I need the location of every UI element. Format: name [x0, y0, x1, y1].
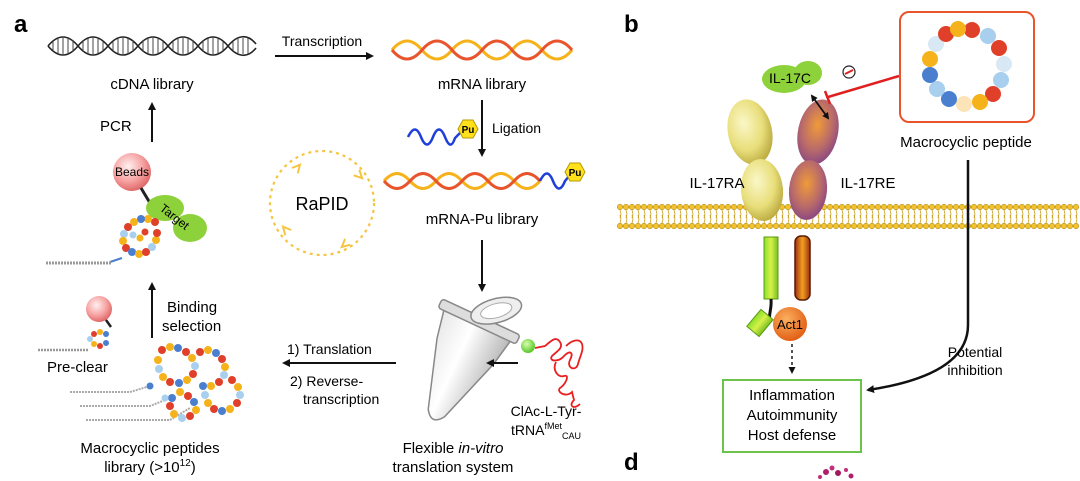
potential-inhibition-arrow	[866, 160, 970, 394]
inhibition-line	[827, 74, 900, 99]
translation-label: 1) Translation	[287, 341, 372, 357]
rapid-label: RaPID	[295, 194, 348, 214]
act1-label: Act1	[777, 317, 803, 332]
bound-peptide	[46, 215, 161, 265]
cdna-library-label: cDNA library	[110, 76, 194, 93]
mrna-strand	[390, 39, 574, 61]
mrna-pu-library-label: mRNA-Pu library	[426, 211, 539, 228]
binding-label: Binding	[167, 299, 217, 316]
pcr-label: PCR	[100, 118, 132, 135]
preclear-bead	[86, 296, 112, 322]
mrna-pu-strand	[382, 162, 586, 190]
beads-label: Beads	[115, 165, 149, 179]
il17c-label: IL-17C	[769, 70, 811, 86]
rapid-cycle	[268, 149, 376, 257]
panel-d-image-fragment	[818, 465, 854, 479]
outcome-inflammation: Inflammation	[749, 387, 835, 404]
outcome-autoimmunity: Autoimmunity	[747, 407, 838, 424]
membrane-icon	[616, 203, 1080, 230]
outcome-host-defense: Host defense	[748, 427, 836, 444]
macro-library-line1: Macrocyclic peptides	[80, 440, 219, 457]
clac-tyr-label: ClAc-L-Tyr-	[511, 403, 582, 419]
bead	[113, 153, 151, 191]
inhibition-label: inhibition	[947, 362, 1002, 378]
target-blob	[146, 195, 184, 221]
dna-helix-icon	[47, 35, 257, 57]
panel-d-letter: d	[624, 449, 639, 476]
il17c-binding-arrow	[810, 94, 830, 120]
peptide-library	[70, 343, 244, 422]
outcomes-box	[722, 379, 862, 453]
macrocyclic-peptide-ring	[922, 21, 1012, 112]
trna-label: tRNAfMetCAU	[511, 421, 581, 441]
il17re-label: IL-17RE	[840, 175, 895, 192]
translation-system-label: translation system	[393, 459, 514, 476]
mrna-library-label: mRNA library	[438, 76, 527, 93]
il17ra-receptor	[727, 99, 784, 338]
pu-label-2: Pu	[569, 168, 582, 179]
il17re-receptor	[788, 99, 839, 301]
macrocyclic-peptide-label: Macrocyclic peptide	[900, 134, 1032, 151]
ligation-label: Ligation	[492, 120, 541, 136]
panel-b-letter: b	[624, 11, 639, 38]
reverse-label-1: 2) Reverse-	[290, 373, 363, 389]
puromycin-linker	[406, 128, 463, 146]
flexible-label: Flexible in-vitro	[403, 440, 504, 457]
reverse-label-2: transcription	[303, 391, 379, 407]
trna-icon	[521, 338, 584, 408]
pre-clear-label: Pre-clear	[47, 359, 108, 376]
macro-library-line2: library (>1012)	[104, 458, 196, 476]
selection-label: selection	[162, 318, 221, 335]
tube-icon	[427, 296, 523, 421]
transcription-label: Transcription	[282, 33, 362, 49]
potential-label: Potential	[948, 344, 1002, 360]
il17ra-label: IL-17RA	[689, 175, 744, 192]
act1	[773, 307, 807, 341]
panel-a-letter: a	[14, 11, 28, 38]
puromycin-icon	[457, 119, 479, 139]
pu-label: Pu	[462, 125, 475, 136]
